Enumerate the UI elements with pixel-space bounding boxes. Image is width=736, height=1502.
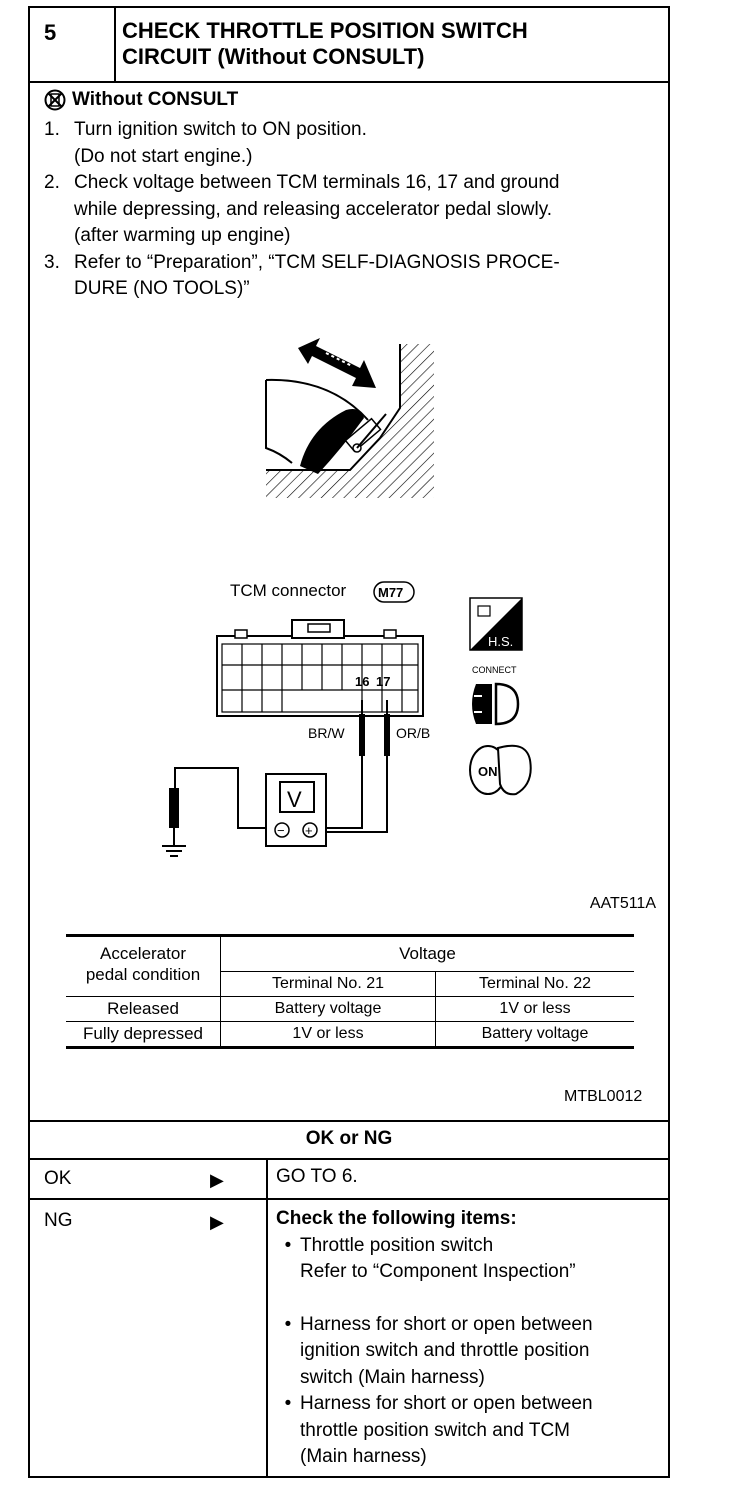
ng-item-line: (Main harness) <box>300 1446 427 1467</box>
ng-label: NG <box>44 1210 73 1231</box>
step-list: 1. Turn ignition switch to ON position. … <box>44 117 654 303</box>
voltmeter-plus: + <box>305 823 313 838</box>
divider <box>30 1120 668 1122</box>
voltage-table: Accelerator pedal condition Voltage Term… <box>66 934 634 1049</box>
bullet-icon: • <box>284 1234 292 1256</box>
meter-wiring <box>162 700 390 857</box>
connector-label: TCM connector <box>230 581 347 600</box>
ng-heading: Check the following items: <box>276 1208 517 1229</box>
step-item-line: DURE (NO TOOLS)” <box>74 278 250 299</box>
pedal-condition-header: Accelerator pedal condition <box>66 935 221 997</box>
step-item-number: 2. <box>44 172 60 193</box>
step-item-line: Check voltage between TCM terminals 16, … <box>74 172 560 193</box>
t22-cell: Battery voltage <box>481 1025 589 1042</box>
ok-ng-title: OK or NG <box>305 1128 393 1149</box>
pedal-motion-arrow <box>298 338 376 388</box>
hs-label: H.S. <box>488 634 513 649</box>
step-header: 5 CHECK THROTTLE POSITION SWITCH CIRCUIT… <box>30 8 668 83</box>
pedal-condition-header-line1: Accelerator <box>100 944 186 963</box>
ng-item: • Throttle position switch Refer to “Com… <box>276 1233 593 1286</box>
step-title-line2: CIRCUIT (Without CONSULT) <box>122 44 425 69</box>
ok-label: OK <box>44 1168 72 1189</box>
connector-id: M77 <box>378 585 403 600</box>
ignition-key-icon <box>469 744 532 796</box>
voltmeter-minus: − <box>277 823 285 838</box>
ng-item-line: throttle position switch and TCM <box>300 1419 570 1441</box>
step-title-line1: CHECK THROTTLE POSITION SWITCH <box>122 18 528 43</box>
accelerator-pedal-illustration <box>265 338 434 498</box>
step-item-line: (after warming up engine) <box>74 225 291 246</box>
step-item-number: 1. <box>44 119 60 140</box>
mode-heading: Without CONSULT <box>44 89 238 111</box>
procedure-frame: 5 CHECK THROTTLE POSITION SWITCH CIRCUIT… <box>28 6 670 1478</box>
terminal-21-header: Terminal No. 21 <box>220 971 436 997</box>
mode-label: Without CONSULT <box>72 89 239 110</box>
voltmeter-label: V <box>287 787 302 812</box>
circuit-figure: 16 17 TCM connector M77 BR/W OR/B <box>162 338 656 912</box>
t21-cell: Battery voltage <box>220 996 436 1022</box>
pedal-condition-header-line2: pedal condition <box>85 965 201 984</box>
ng-action: Check the following items: • Throttle po… <box>276 1206 593 1471</box>
divider <box>30 1158 668 1160</box>
bullet-icon: • <box>284 1313 292 1335</box>
step-item-line: while depressing, and releasing accelera… <box>74 198 553 220</box>
result-column-divider <box>266 1160 268 1478</box>
terminal-22-header: Terminal No. 22 <box>478 975 592 992</box>
step-title: CHECK THROTTLE POSITION SWITCH CIRCUIT (… <box>122 18 528 70</box>
condition-cell: Fully depressed <box>66 1021 221 1048</box>
wire-brw-label: BR/W <box>308 725 345 741</box>
table-code: MTBL0012 <box>564 1088 643 1105</box>
ng-item: • Harness for short or open between thro… <box>276 1391 593 1471</box>
step-item-line: Turn ignition switch to ON position. <box>74 119 367 140</box>
step-item-number: 3. <box>44 251 60 273</box>
tcm-connector <box>216 619 424 717</box>
connector-id-badge <box>373 581 415 603</box>
no-consult-icon <box>44 89 66 111</box>
ok-action: GO TO 6. <box>276 1166 358 1187</box>
step-item: 3. Refer to “Preparation”, “TCM SELF-DIA… <box>44 250 654 303</box>
step-item: 2. Check voltage between TCM terminals 1… <box>44 170 654 250</box>
ng-item-line: switch (Main harness) <box>300 1366 485 1388</box>
ignition-on-label: ON <box>478 764 498 779</box>
voltmeter <box>265 773 327 847</box>
step-item: 1. Turn ignition switch to ON position. … <box>44 117 654 170</box>
ng-arrow-icon: ▶ <box>210 1212 224 1232</box>
wire-orb-label: OR/B <box>396 725 430 741</box>
ng-item-line: Throttle position switch <box>300 1234 494 1256</box>
terminal-16-label: 16 <box>355 674 369 689</box>
step-number-cell: 5 <box>30 8 116 81</box>
step-number: 5 <box>44 20 57 45</box>
ok-arrow-icon: ▶ <box>210 1170 224 1190</box>
connect-label: CONNECT <box>472 665 517 675</box>
table-row: Released Battery voltage 1V or less <box>66 996 634 1022</box>
ng-item-line: ignition switch and throttle position <box>300 1340 590 1361</box>
ng-item: • Harness for short or open between igni… <box>276 1312 593 1392</box>
voltage-header: Voltage <box>220 935 634 972</box>
ng-item-line: Harness for short or open between <box>300 1313 593 1335</box>
hs-icon <box>469 597 523 651</box>
step-item-line: (Do not start engine.) <box>74 145 253 167</box>
bullet-icon: • <box>284 1393 292 1414</box>
ng-item-line: Harness for short or open between <box>300 1393 593 1414</box>
terminal-17-label: 17 <box>376 674 390 689</box>
t21-cell: 1V or less <box>220 1021 436 1048</box>
condition-cell: Released <box>66 996 221 1022</box>
step-item-line: Refer to “Preparation”, “TCM SELF-DIAGNO… <box>74 251 560 273</box>
divider <box>30 1198 668 1200</box>
figure-code: AAT511A <box>590 895 656 912</box>
table-row: Fully depressed 1V or less Battery volta… <box>66 1021 634 1048</box>
t22-cell: 1V or less <box>499 1000 571 1017</box>
connector-plug-icon <box>472 682 520 726</box>
ng-item-line: Refer to “Component Inspection” <box>300 1261 576 1282</box>
